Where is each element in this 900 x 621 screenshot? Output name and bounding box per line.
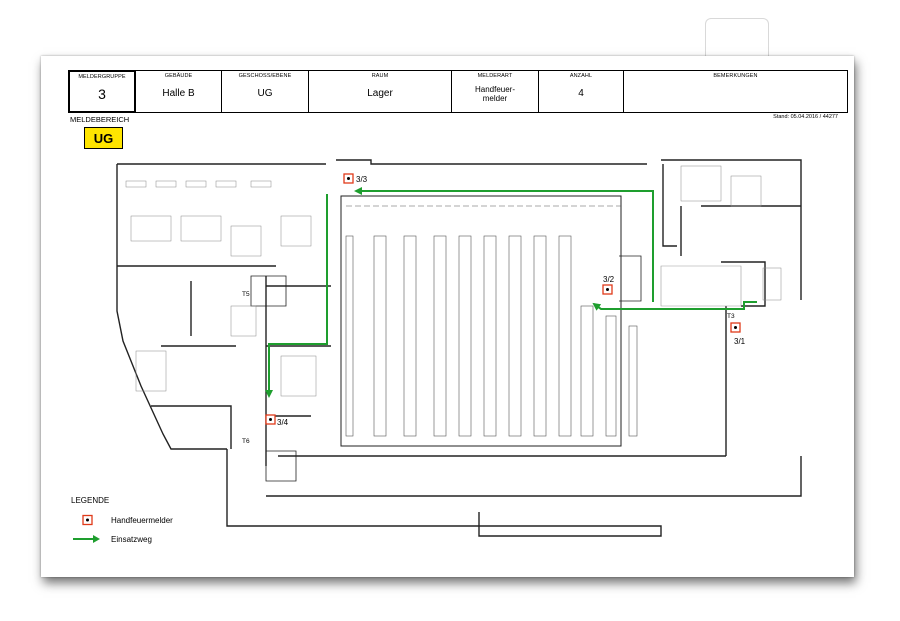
sheet-tab bbox=[705, 18, 769, 61]
header-label: MELDERGRUPPE bbox=[78, 74, 126, 80]
area-badge: UG bbox=[84, 127, 123, 149]
header-cell-building: GEBÄUDE Halle B bbox=[135, 71, 221, 112]
header-label: GESCHOSS/EBENE bbox=[238, 73, 292, 79]
stair-label: T5 bbox=[242, 291, 250, 298]
header-value: 4 bbox=[578, 87, 584, 99]
stair-labels: T3 T5 T6 bbox=[242, 291, 735, 445]
header-table: MELDERGRUPPE 3 GEBÄUDE Halle B GESCHOSS/… bbox=[68, 70, 848, 113]
detector-labels: 3/1 3/2 3/3 3/4 bbox=[277, 175, 746, 427]
detector-icon bbox=[71, 514, 101, 526]
header-cell-detector-type: MELDERART Handfeuer- melder bbox=[451, 71, 538, 112]
legend-item: Einsatzweg bbox=[71, 533, 152, 545]
header-cell-count: ANZAHL 4 bbox=[538, 71, 623, 112]
legend-item: Handfeuermelder bbox=[71, 514, 173, 526]
header-label: ANZAHL bbox=[569, 73, 593, 79]
detector-markers bbox=[265, 173, 741, 425]
header-cell-room: RAUM Lager bbox=[308, 71, 451, 112]
detector-label: 3/2 bbox=[603, 275, 615, 284]
stand-date: Stand: 05.04.2016 / 44277 bbox=[773, 114, 838, 120]
header-value: Halle B bbox=[162, 87, 195, 99]
area-label: MELDEBEREICH bbox=[70, 115, 130, 124]
legend-label: Handfeuermelder bbox=[111, 515, 173, 525]
detector-label: 3/1 bbox=[734, 337, 746, 346]
route-segment bbox=[354, 187, 654, 302]
route-arrow-icon bbox=[71, 533, 101, 545]
stair-label: T3 bbox=[727, 313, 735, 320]
route-segment bbox=[265, 194, 328, 398]
header-cell-floor: GESCHOSS/EBENE UG bbox=[221, 71, 308, 112]
alarm-route-card: MELDERGRUPPE 3 GEBÄUDE Halle B GESCHOSS/… bbox=[41, 56, 854, 577]
header-value: Lager bbox=[367, 87, 393, 99]
outer-walls bbox=[116, 159, 802, 537]
header-value: UG bbox=[257, 87, 273, 99]
legend-label: Einsatzweg bbox=[111, 534, 152, 544]
header-value: Handfeuer- melder bbox=[474, 84, 516, 103]
floor-plan: 3/1 3/2 3/3 3/4 T3 T5 T6 bbox=[116, 159, 802, 537]
header-cell-remarks: BEMERKUNGEN bbox=[623, 71, 847, 112]
header-label: BEMERKUNGEN bbox=[713, 73, 758, 79]
detector-label: 3/3 bbox=[356, 175, 368, 184]
header-label: RAUM bbox=[371, 73, 389, 79]
header-label: MELDERART bbox=[477, 73, 513, 79]
warehouse-racks bbox=[345, 205, 742, 437]
header-value: 3 bbox=[98, 85, 106, 102]
route-segment bbox=[592, 301, 757, 311]
detector-label: 3/4 bbox=[277, 418, 289, 427]
route bbox=[265, 187, 757, 398]
furniture bbox=[125, 165, 782, 397]
legend-title: LEGENDE bbox=[71, 496, 110, 505]
stair-label: T6 bbox=[242, 438, 250, 445]
header-label: GEBÄUDE bbox=[164, 73, 193, 79]
